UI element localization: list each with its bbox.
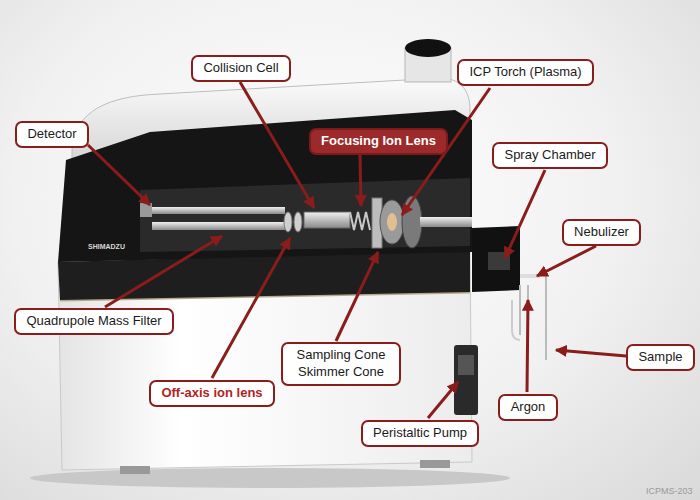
callout-box: Off-axis ion lens — [149, 380, 275, 407]
callout-text: ICP Torch (Plasma) — [469, 64, 581, 81]
callout-text: Argon — [511, 399, 546, 416]
leader-arrow — [360, 155, 361, 206]
leader-arrow — [212, 238, 290, 378]
leader-arrow — [240, 82, 314, 208]
callout-box: Quadrupole Mass Filter — [14, 308, 174, 335]
callout-text: Detector — [27, 126, 76, 143]
callout-box: Argon — [498, 394, 558, 421]
brand-mark: SHIMADZU — [88, 243, 125, 250]
leader-arrow — [505, 170, 545, 258]
leader-arrow — [336, 252, 378, 341]
callout-text: Collision Cell — [203, 60, 278, 77]
watermark: ICPMS-203 — [646, 486, 693, 496]
callout-box: Focusing Ion Lens — [309, 128, 448, 155]
callout-text: Nebulizer — [574, 224, 629, 241]
leader-arrow — [527, 300, 528, 392]
callout-box: Nebulizer — [562, 219, 641, 246]
callout-text: Spray Chamber — [504, 147, 595, 164]
leader-arrow — [88, 145, 150, 205]
leader-arrow — [556, 350, 626, 356]
callout-box: Peristaltic Pump — [361, 420, 479, 447]
callout-text: Quadrupole Mass Filter — [26, 313, 161, 330]
callout-text: Off-axis ion lens — [161, 385, 262, 402]
callout-box: Spray Chamber — [492, 142, 608, 169]
callout-text: Sample — [638, 349, 682, 366]
leader-arrow — [428, 382, 458, 418]
callout-box: Sample — [626, 344, 695, 371]
callout-box: Sampling Cone Skimmer Cone — [281, 342, 401, 386]
callout-text: Focusing Ion Lens — [321, 133, 436, 150]
callout-box: ICP Torch (Plasma) — [457, 59, 594, 86]
leader-arrow — [537, 246, 596, 276]
callout-box: Detector — [15, 121, 89, 148]
callout-text: Sampling Cone Skimmer Cone — [292, 347, 390, 381]
callout-box: Collision Cell — [191, 55, 291, 82]
callout-text: Peristaltic Pump — [373, 425, 467, 442]
